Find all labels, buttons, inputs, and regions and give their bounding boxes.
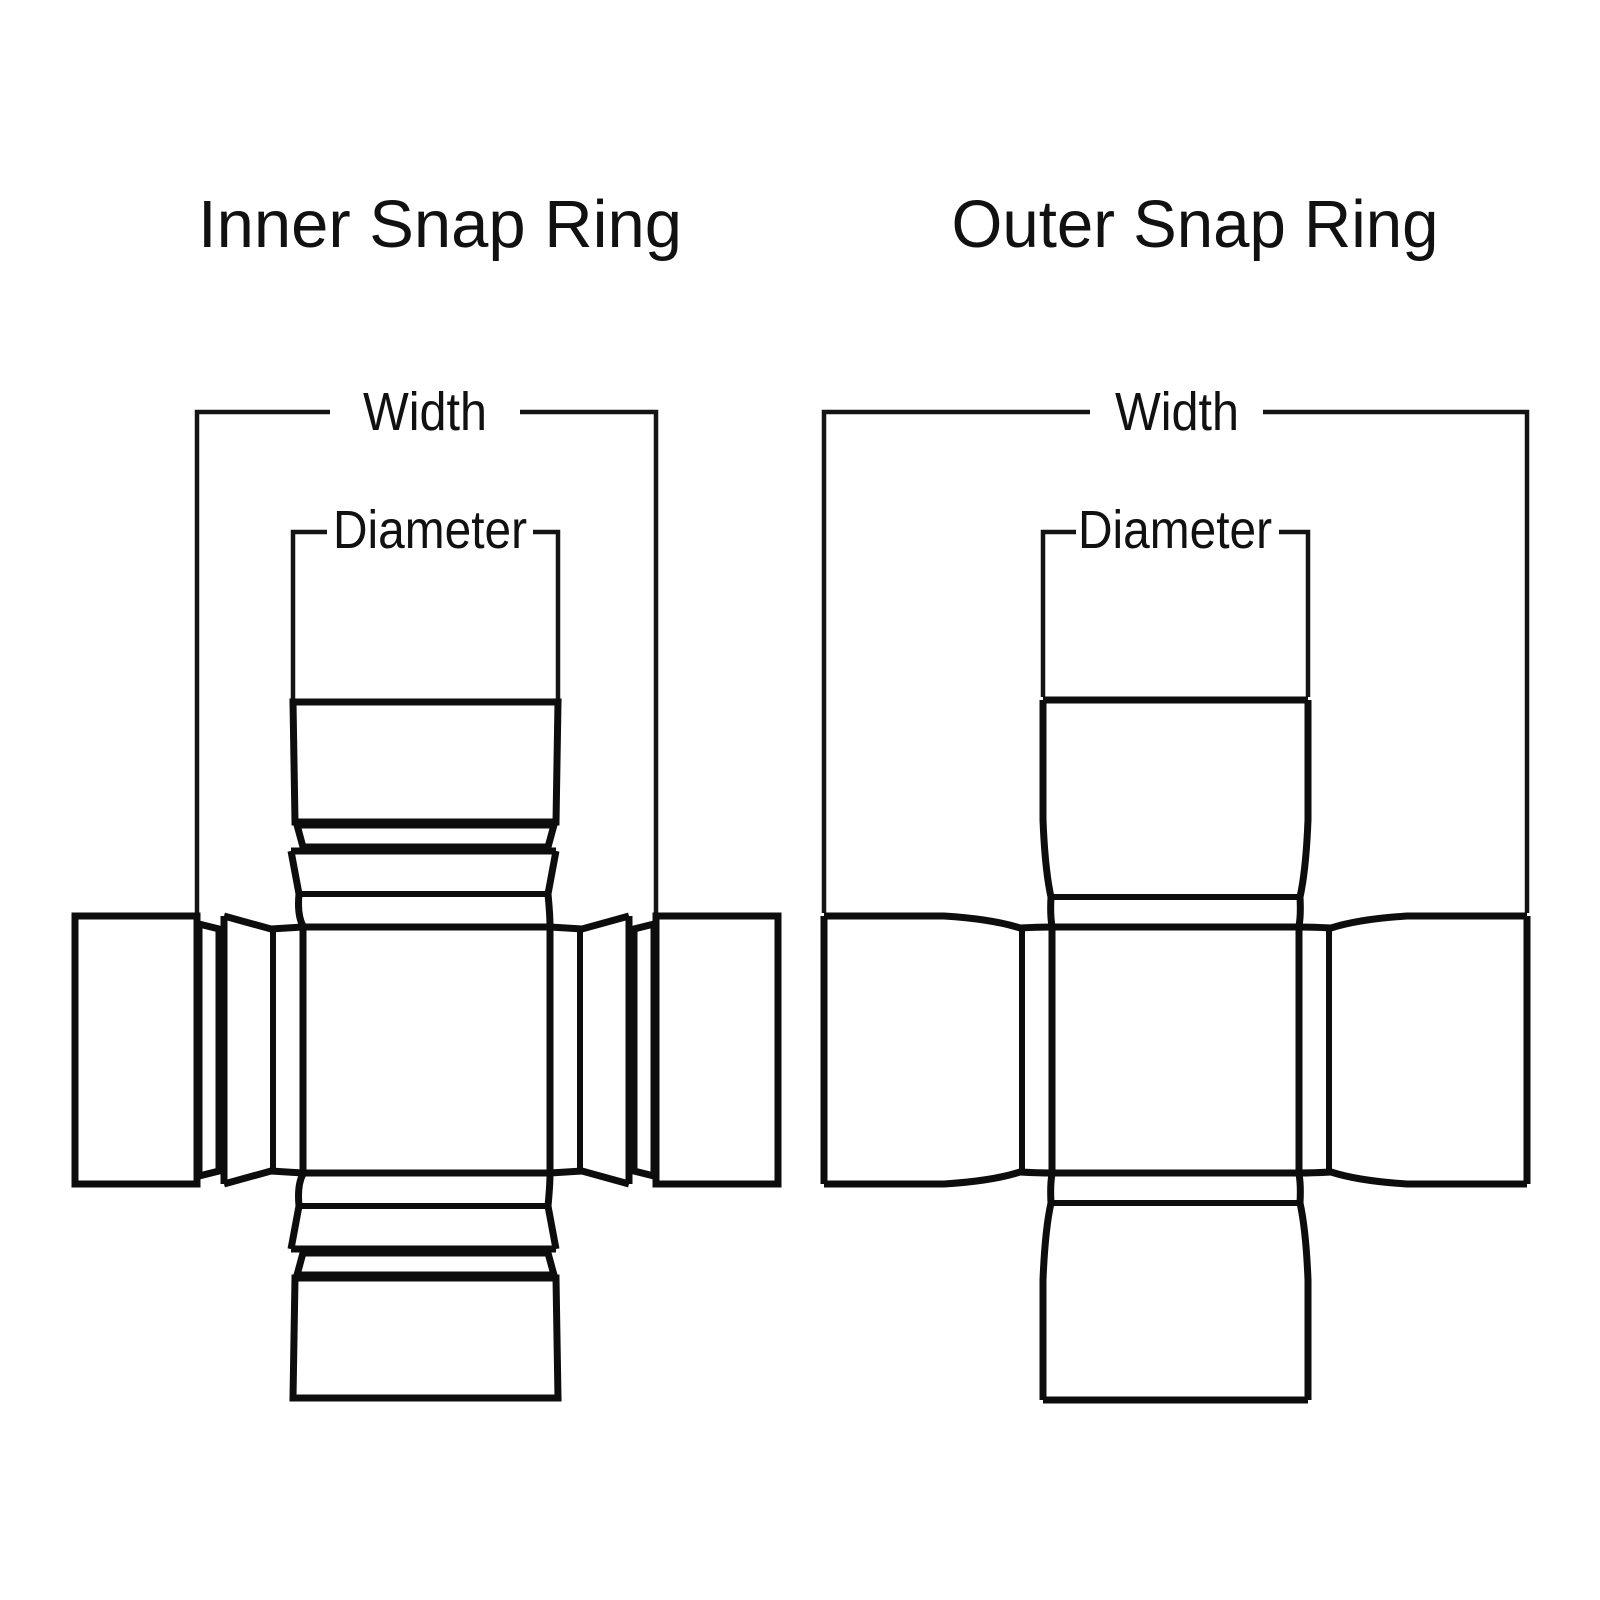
snap-ring-groove-top [292, 821, 559, 851]
cap-right-sides [1329, 912, 1527, 1188]
cap-bottom-neck [1047, 1173, 1304, 1204]
bearing-cap-right [652, 912, 782, 1188]
cap-left-sides [824, 912, 1022, 1188]
width-dimension-outer: Width [821, 382, 1530, 913]
left-arm [820, 912, 1053, 1188]
width-bracket-lines [821, 409, 1530, 913]
seal-collar-bottom-sides [287, 1172, 560, 1250]
right-arm [1298, 912, 1531, 1188]
snap-ring-groove-right [630, 919, 658, 1181]
diameter-dimension-inner: Diameter [290, 500, 561, 699]
seal-collar-left-sides [223, 912, 304, 1188]
diagram-title-outer: Outer Snap Ring [952, 187, 1439, 262]
width-label-inner: Width [363, 382, 487, 442]
width-dimension-inner: Width [194, 382, 659, 914]
width-bracket-lines [194, 409, 659, 914]
diagram-title-inner: Inner Snap Ring [198, 187, 682, 262]
top-arm [1039, 696, 1312, 927]
bearing-cap-left [71, 912, 201, 1188]
cap-top-neck [1047, 896, 1304, 927]
ujoint-cross-inner [71, 698, 782, 1402]
diameter-dimension-outer: Diameter [1040, 500, 1311, 697]
width-label-outer: Width [1115, 382, 1239, 442]
snap-ring-groove-bottom [292, 1249, 559, 1279]
cap-top-sides [1039, 700, 1312, 898]
right-arm [549, 912, 782, 1188]
diameter-label-inner: Diameter [333, 500, 527, 560]
snap-ring-groove-left [195, 919, 223, 1181]
bearing-cap-bottom [289, 1274, 562, 1402]
seal-collar-top-sides [287, 850, 560, 928]
inner-snap-ring-diagram: Inner Snap Ring Width Diameter [71, 187, 782, 1402]
left-arm [71, 912, 304, 1188]
diameter-label-outer: Diameter [1078, 500, 1272, 560]
bearing-cap-top [289, 698, 562, 826]
cap-bottom-sides [1039, 1202, 1312, 1400]
outer-snap-ring-diagram: Outer Snap Ring Width Diameter [820, 187, 1531, 1404]
seal-collar-right-sides [549, 912, 630, 1188]
ujoint-cross-outer [820, 696, 1531, 1404]
top-arm [287, 698, 562, 928]
diameter-bracket-lines [290, 529, 561, 699]
diameter-bracket-lines [1040, 529, 1311, 697]
bottom-arm [287, 1172, 562, 1402]
bottom-arm [1039, 1173, 1312, 1404]
cross-body-outer [1048, 923, 1303, 1177]
cross-body-inner [299, 923, 554, 1177]
